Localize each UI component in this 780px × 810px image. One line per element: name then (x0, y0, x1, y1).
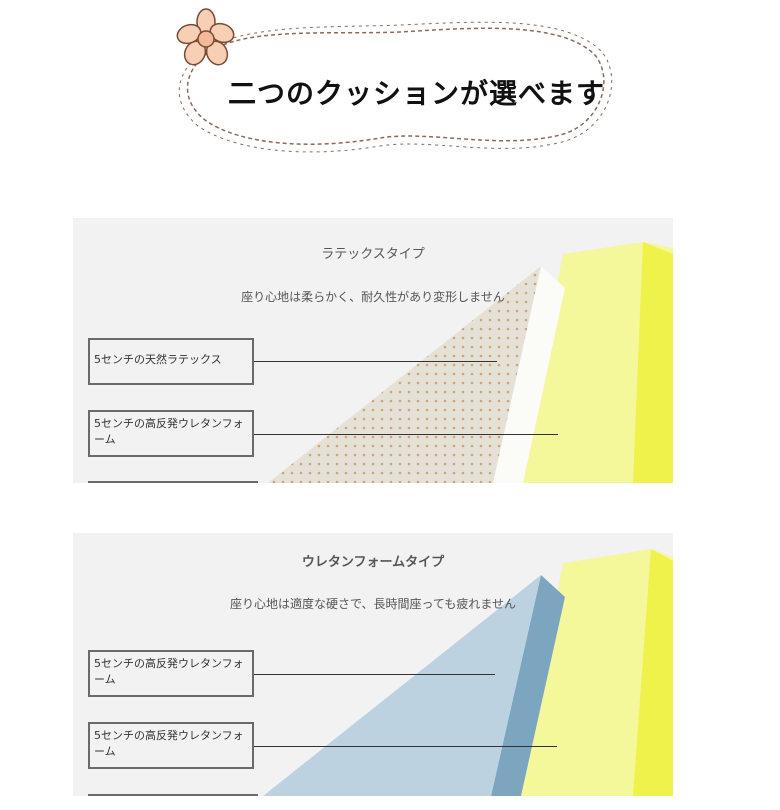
leader-line (254, 434, 558, 435)
latex-cushion-illustration (268, 242, 673, 483)
panel-subtitle: 座り心地は柔らかく、耐久性があり変形しません (241, 290, 505, 304)
cropped-label-box (88, 481, 258, 483)
urethane-type-panel: ウレタンフォームタイプ 座り心地は適度な硬さで、長時間座っても疲れません 5セン… (73, 533, 673, 796)
hero-header: 二つのクッションが選べます (0, 0, 780, 180)
page-title: 二つのクッションが選べます (228, 77, 606, 110)
urethane-cushion-illustration (263, 549, 673, 796)
panel-title: ウレタンフォームタイプ (301, 555, 445, 570)
leader-line (254, 746, 557, 747)
title-banner-frame (178, 21, 613, 153)
leader-line (254, 361, 497, 362)
urethane-bottom-layer-label: 5センチの高反発ウレタンフォーム (88, 722, 254, 769)
leader-line (254, 674, 495, 675)
urethane-top-layer-label: 5センチの高反発ウレタンフォーム (88, 650, 254, 697)
panel-title: ラテックスタイプ (321, 247, 425, 262)
panel-subtitle: 座り心地は適度な硬さで、長時間座っても疲れません (230, 597, 516, 611)
latex-type-panel: ラテックスタイプ 座り心地は柔らかく、耐久性があり変形しません 5センチの天然ラ… (73, 218, 673, 483)
flower-icon (176, 8, 235, 66)
urethane-layer-label: 5センチの高反発ウレタンフォーム (88, 410, 254, 457)
latex-layer-label: 5センチの天然ラテックス (88, 338, 254, 385)
cropped-label-box (88, 794, 258, 796)
